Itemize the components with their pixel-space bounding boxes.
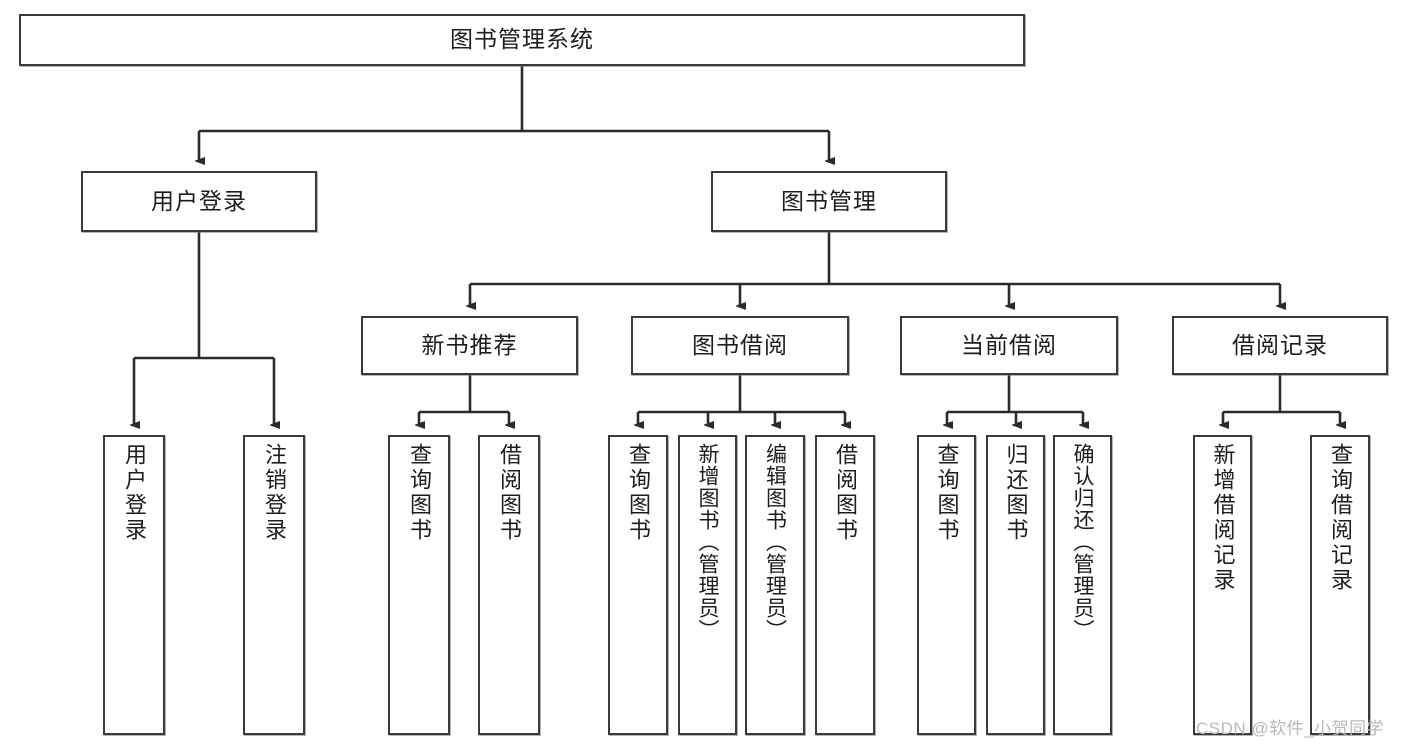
node-leaf-logout[interactable]: 注销登录 xyxy=(243,435,305,735)
node-leaf-confirm-return[interactable]: 确认归还（管理员） xyxy=(1053,435,1112,735)
node-leaf-query-book-2[interactable]: 查询图书 xyxy=(608,435,668,735)
node-leaf-borrow-book-1[interactable]: 借阅图书 xyxy=(478,435,540,735)
node-leaf-edit-book[interactable]: 编辑图书（管理员） xyxy=(745,435,805,735)
node-leaf-borrow-book-2[interactable]: 借阅图书 xyxy=(815,435,875,735)
node-leaf-edit-book-label: 编辑图书（管理员） xyxy=(763,443,787,641)
node-borrow-record-label: 借阅记录 xyxy=(1232,331,1328,358)
node-leaf-user-login-label: 用户登录 xyxy=(122,443,147,543)
node-leaf-query-book-3[interactable]: 查询图书 xyxy=(917,435,976,735)
node-leaf-add-record-label: 新增借阅记录 xyxy=(1210,443,1236,593)
node-leaf-query-book-3-label: 查询图书 xyxy=(934,443,960,543)
node-book-manage[interactable]: 图书管理 xyxy=(711,171,947,232)
node-current-borrow-label: 当前借阅 xyxy=(961,331,1057,358)
node-new-book-rec-label: 新书推荐 xyxy=(421,331,518,358)
node-root-label: 图书管理系统 xyxy=(450,26,594,53)
node-leaf-query-record[interactable]: 查询借阅记录 xyxy=(1310,435,1370,735)
node-root[interactable]: 图书管理系统 xyxy=(19,14,1025,66)
node-leaf-add-record[interactable]: 新增借阅记录 xyxy=(1193,435,1252,735)
node-new-book-rec[interactable]: 新书推荐 xyxy=(361,316,578,375)
node-leaf-add-book-label: 新增图书（管理员） xyxy=(696,443,719,641)
node-leaf-return-book[interactable]: 归还图书 xyxy=(986,435,1045,735)
node-leaf-return-book-label: 归还图书 xyxy=(1003,443,1029,543)
node-current-borrow[interactable]: 当前借阅 xyxy=(900,316,1118,375)
node-leaf-query-book-1[interactable]: 查询图书 xyxy=(388,435,450,735)
node-leaf-query-book-1-label: 查询图书 xyxy=(407,443,432,543)
node-book-borrow[interactable]: 图书借阅 xyxy=(631,316,849,375)
node-leaf-query-record-label: 查询借阅记录 xyxy=(1328,443,1353,593)
node-book-borrow-label: 图书借阅 xyxy=(692,331,788,358)
node-leaf-logout-label: 注销登录 xyxy=(262,443,287,543)
node-leaf-query-book-2-label: 查询图书 xyxy=(626,443,651,543)
node-user-login[interactable]: 用户登录 xyxy=(81,171,317,232)
node-user-login-label: 用户登录 xyxy=(151,187,247,214)
node-borrow-record[interactable]: 借阅记录 xyxy=(1172,316,1388,375)
node-book-manage-label: 图书管理 xyxy=(781,187,877,214)
node-leaf-borrow-book-1-label: 借阅图书 xyxy=(497,443,522,543)
node-leaf-add-book[interactable]: 新增图书（管理员） xyxy=(678,435,737,735)
csdn-watermark: CSDN @软件_小贺同学 xyxy=(1196,719,1385,738)
node-leaf-user-login[interactable]: 用户登录 xyxy=(103,435,165,735)
node-leaf-confirm-return-label: 确认归还（管理员） xyxy=(1071,443,1094,641)
node-leaf-borrow-book-2-label: 借阅图书 xyxy=(833,443,858,543)
